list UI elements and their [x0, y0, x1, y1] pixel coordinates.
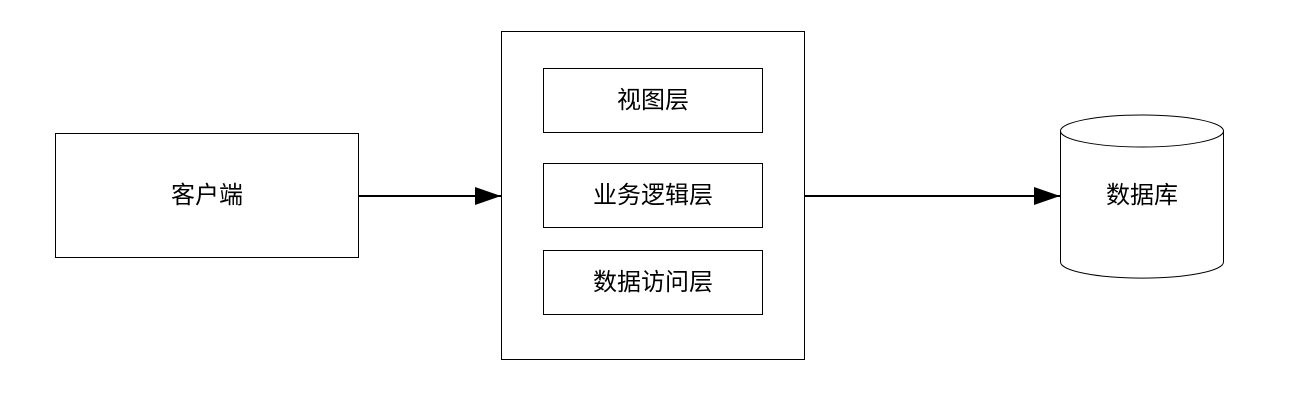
view-layer-label: 视图层	[617, 86, 689, 114]
business-logic-layer: 业务逻辑层	[543, 163, 763, 228]
data-access-layer-box	[543, 250, 763, 315]
client-box	[55, 133, 359, 258]
client-label: 客户端	[171, 181, 243, 209]
business-logic-layer-label: 业务逻辑层	[593, 181, 713, 209]
business-logic-layer-box	[543, 163, 763, 228]
data-access-layer: 数据访问层	[543, 250, 763, 315]
client-node: 客户端	[55, 133, 359, 258]
database-cylinder-top	[1060, 114, 1224, 148]
server-node: 视图层 业务逻辑层 数据访问层	[501, 31, 805, 360]
data-access-layer-label: 数据访问层	[593, 268, 713, 296]
database-cylinder-body	[1060, 131, 1224, 279]
view-layer-box	[543, 68, 763, 133]
view-layer: 视图层	[543, 68, 763, 133]
database-label: 数据库	[1106, 181, 1178, 209]
database-node: 数据库	[1060, 114, 1224, 279]
